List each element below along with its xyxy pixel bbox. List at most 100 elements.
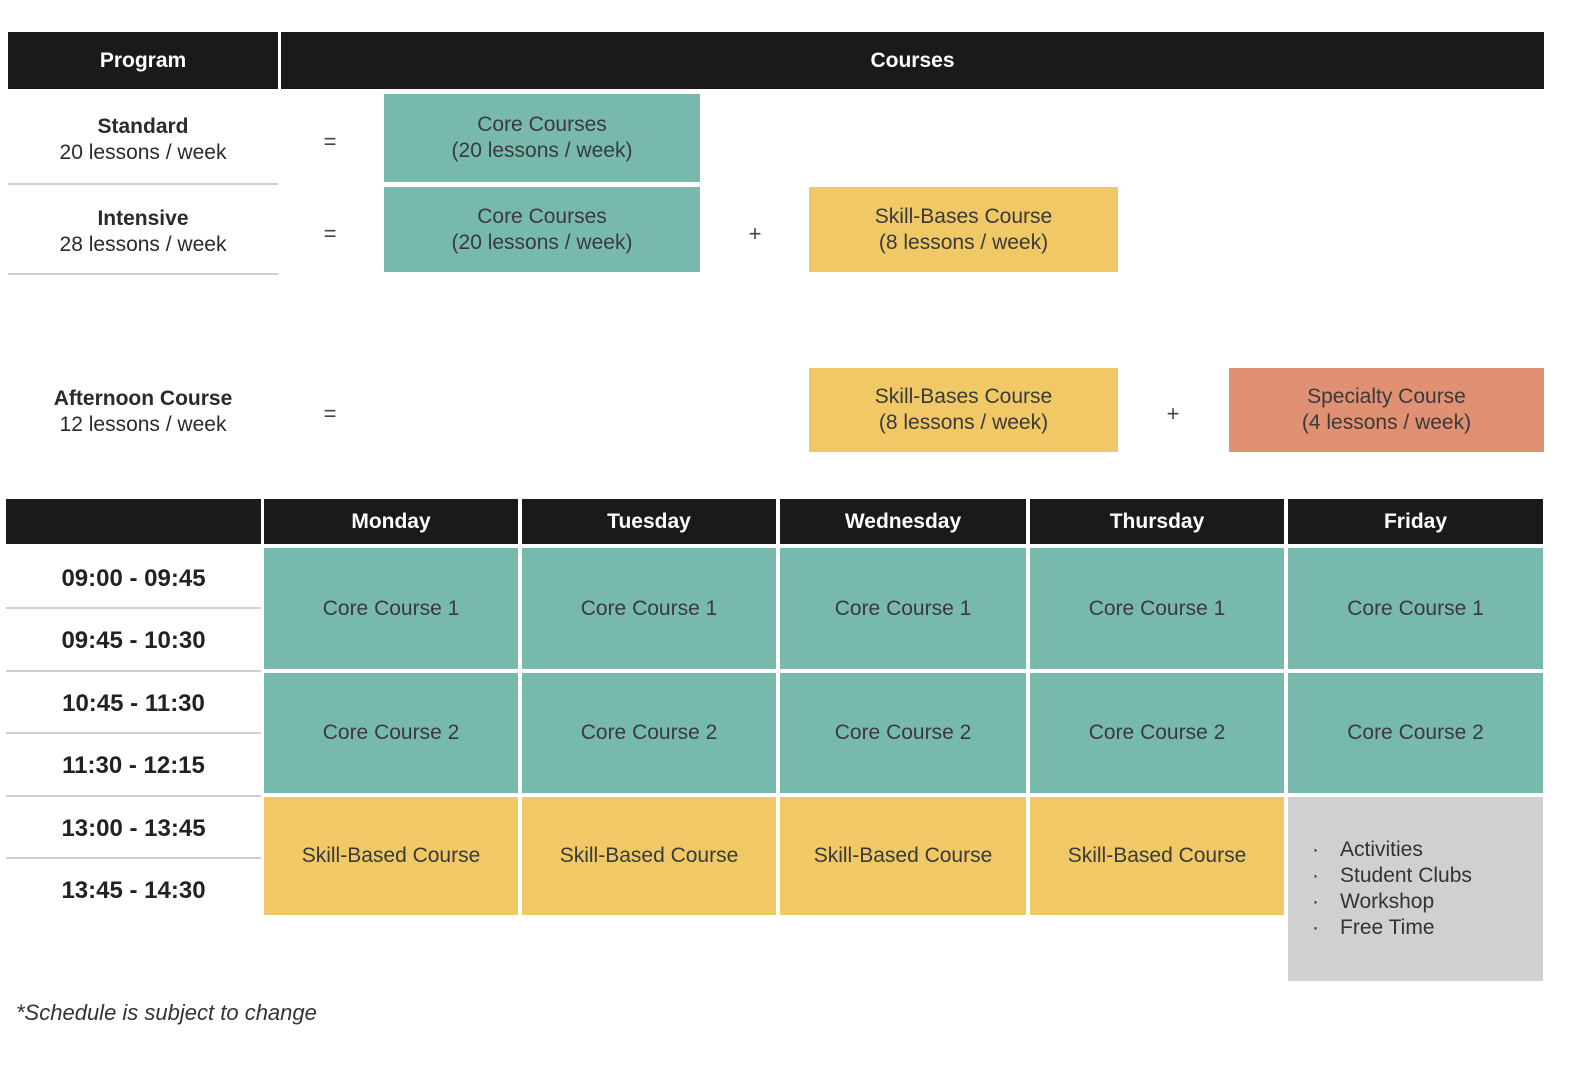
time-divider — [6, 670, 261, 672]
day-header-tuesday: Tuesday — [522, 499, 776, 544]
schedule-footnote: *Schedule is subject to change — [16, 1000, 317, 1025]
cell-friday-core-2: Core Course 2 — [1288, 673, 1543, 793]
time-slot: 11:30 - 12:15 — [6, 737, 261, 795]
time-divider — [6, 795, 261, 797]
time-label: 09:45 - 10:30 — [61, 627, 206, 654]
time-divider — [6, 607, 261, 609]
equals-sign-label: = — [323, 221, 337, 246]
block-title: Core Courses — [477, 113, 607, 136]
program-intensive: Intensive 28 lessons / week — [8, 192, 278, 272]
time-label: 13:45 - 14:30 — [61, 877, 206, 904]
cell-thursday-skill: Skill-Based Course — [1030, 797, 1284, 915]
equals-sign: = — [315, 399, 345, 429]
activities-list: Activities Student Clubs Workshop Free T… — [1308, 837, 1472, 941]
block-lessons: (20 lessons / week) — [451, 139, 633, 162]
activity-item: Workshop — [1308, 889, 1472, 915]
course-label: Skill-Based Course — [301, 844, 481, 867]
time-label: 09:00 - 09:45 — [61, 565, 206, 592]
time-label: 10:45 - 11:30 — [62, 690, 205, 717]
cell-friday-core-1: Core Course 1 — [1288, 548, 1543, 669]
equals-sign-label: = — [323, 129, 337, 154]
program-standard: Standard 20 lessons / week — [8, 100, 278, 180]
course-label: Core Course 2 — [1347, 721, 1484, 744]
plus-sign: + — [1158, 399, 1188, 429]
core-courses-block: Core Courses (20 lessons / week) — [384, 187, 700, 272]
block-lessons: (8 lessons / week) — [878, 411, 1049, 434]
time-divider — [6, 732, 261, 734]
program-name: Afternoon Course — [53, 387, 233, 410]
activity-item: Activities — [1308, 837, 1472, 863]
day-header-friday: Friday — [1288, 499, 1543, 544]
time-label: 11:30 - 12:15 — [62, 752, 205, 779]
time-slot: 13:45 - 14:30 — [6, 862, 261, 920]
schedule-corner-header — [6, 499, 261, 544]
course-label: Core Course 1 — [834, 596, 972, 620]
cell-friday-activities: Activities Student Clubs Workshop Free T… — [1288, 797, 1543, 981]
day-label: Friday — [1383, 509, 1448, 533]
day-label: Tuesday — [607, 509, 691, 533]
time-slot: 09:45 - 10:30 — [6, 612, 261, 670]
course-label: Core Course 1 — [322, 596, 460, 620]
row-divider — [8, 273, 278, 275]
equals-sign-label: = — [323, 401, 337, 426]
course-label: Core Course 2 — [834, 721, 972, 744]
row-divider — [8, 183, 278, 185]
program-afternoon: Afternoon Course 12 lessons / week — [8, 372, 278, 452]
cell-tuesday-core-1: Core Course 1 — [522, 548, 776, 669]
course-label: Skill-Based Course — [559, 844, 739, 867]
cell-wednesday-core-1: Core Course 1 — [780, 548, 1026, 669]
block-title: Skill-Bases Course — [874, 385, 1053, 408]
block-title: Specialty Course — [1307, 385, 1466, 408]
program-header-label: Program — [99, 48, 187, 72]
day-header-thursday: Thursday — [1030, 499, 1284, 544]
plus-sign: + — [740, 219, 770, 249]
core-courses-block: Core Courses (20 lessons / week) — [384, 94, 700, 182]
course-label: Core Course 2 — [1088, 721, 1226, 744]
time-slot: 10:45 - 11:30 — [6, 675, 261, 733]
activity-item: Free Time — [1308, 915, 1472, 941]
course-label: Skill-Based Course — [1067, 844, 1247, 867]
day-label: Thursday — [1109, 509, 1205, 533]
course-label: Core Course 1 — [1347, 596, 1484, 620]
time-slot: 13:00 - 13:45 — [6, 800, 261, 858]
equals-sign: = — [315, 219, 345, 249]
course-label: Core Course 1 — [580, 596, 718, 620]
activity-item: Student Clubs — [1308, 863, 1472, 889]
cell-wednesday-core-2: Core Course 2 — [780, 673, 1026, 793]
course-label: Core Course 2 — [580, 721, 718, 744]
equals-sign: = — [315, 127, 345, 157]
plus-sign-label: + — [748, 221, 762, 246]
block-title: Core Courses — [477, 204, 607, 228]
block-lessons: (4 lessons / week) — [1301, 411, 1472, 434]
time-slot: 09:00 - 09:45 — [6, 550, 261, 608]
day-header-monday: Monday — [264, 499, 518, 544]
cell-thursday-core-1: Core Course 1 — [1030, 548, 1284, 669]
program-header: Program — [8, 32, 278, 89]
program-name: Intensive — [97, 207, 189, 230]
day-header-wednesday: Wednesday — [780, 499, 1026, 544]
course-label: Core Course 1 — [1088, 596, 1226, 620]
specialty-course-block: Specialty Course (4 lessons / week) — [1229, 368, 1544, 452]
time-label: 13:00 - 13:45 — [61, 815, 206, 842]
courses-header: Courses — [281, 32, 1544, 89]
cell-monday-core-2: Core Course 2 — [264, 673, 518, 793]
skill-bases-block: Skill-Bases Course (8 lessons / week) — [809, 368, 1118, 452]
cell-tuesday-core-2: Core Course 2 — [522, 673, 776, 793]
cell-monday-skill: Skill-Based Course — [264, 797, 518, 915]
plus-sign-label: + — [1166, 401, 1180, 426]
program-lessons: 20 lessons / week — [59, 141, 227, 164]
program-lessons: 12 lessons / week — [59, 413, 227, 436]
course-label: Core Course 2 — [322, 721, 460, 744]
time-divider — [6, 857, 261, 859]
day-label: Wednesday — [844, 509, 962, 533]
cell-thursday-core-2: Core Course 2 — [1030, 673, 1284, 793]
cell-monday-core-1: Core Course 1 — [264, 548, 518, 669]
course-label: Skill-Based Course — [813, 844, 993, 867]
cell-wednesday-skill: Skill-Based Course — [780, 797, 1026, 915]
block-title: Skill-Bases Course — [874, 204, 1053, 228]
cell-tuesday-skill: Skill-Based Course — [522, 797, 776, 915]
courses-header-label: Courses — [870, 48, 955, 72]
program-lessons: 28 lessons / week — [59, 233, 227, 256]
day-label: Monday — [351, 509, 431, 533]
block-lessons: (8 lessons / week) — [878, 230, 1049, 254]
